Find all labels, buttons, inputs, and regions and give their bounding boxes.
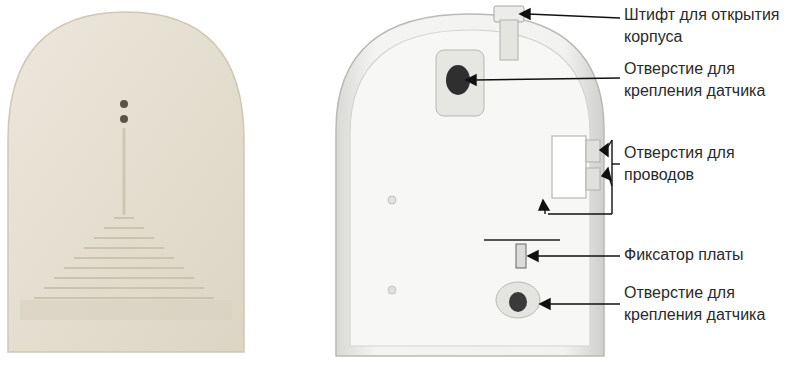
callout-label: Фиксатор платы: [624, 244, 806, 266]
callout-label: Отверстия для проводов: [624, 142, 806, 186]
sensor-front: [8, 12, 244, 352]
leader-lines: [466, 9, 620, 309]
callout-label: Штифт для открытия корпуса: [624, 4, 806, 48]
callout-label: Отверстие для крепления датчика: [624, 58, 806, 102]
callout-label: Отверстие для крепления датчика: [624, 282, 806, 326]
